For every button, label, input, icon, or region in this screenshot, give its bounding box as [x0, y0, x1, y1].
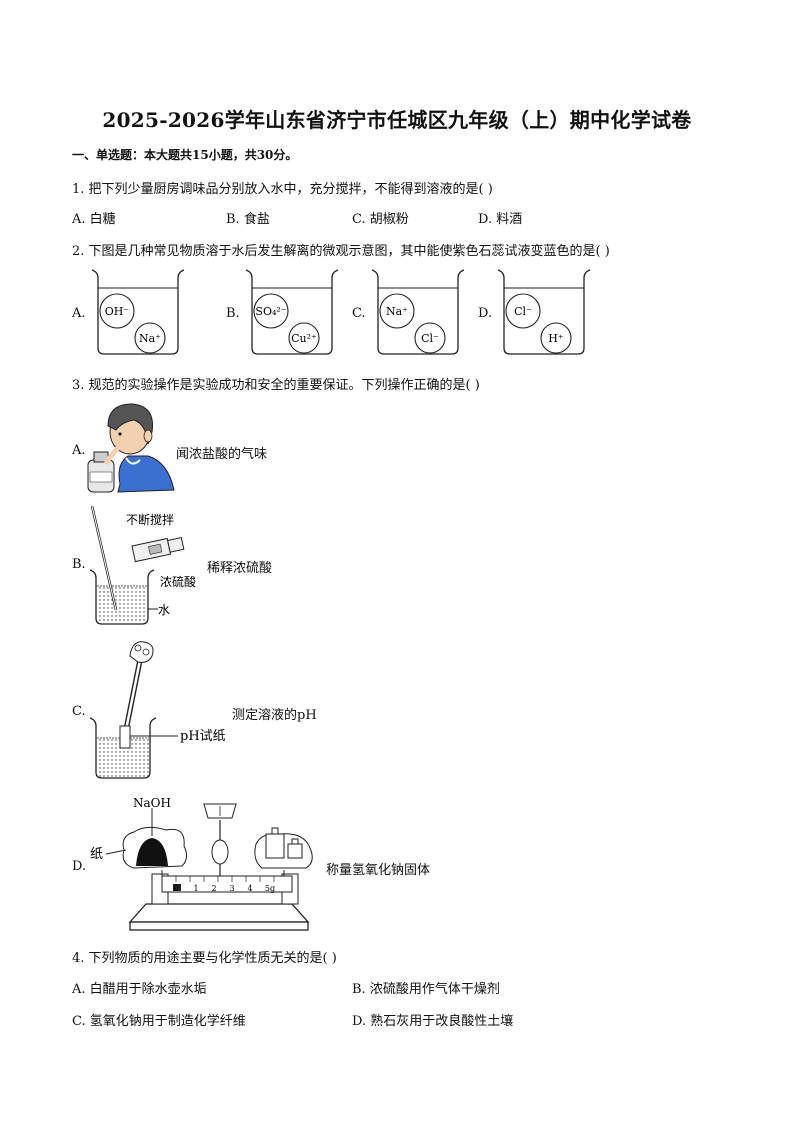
q1-option-d: D. 料酒	[478, 212, 523, 227]
q3-caption-b: 稀释浓硫酸	[207, 561, 273, 576]
beaker-d-top-ion: Cl⁻	[514, 305, 532, 318]
question-4-stem: 4. 下列物质的用途主要与化学性质无关的是( )	[72, 951, 337, 966]
scale-tick-0: 0	[173, 884, 178, 893]
beaker-d-bottom-ion: H⁺	[548, 332, 564, 345]
beaker-c-diagram: Na⁺ Cl⁻	[371, 269, 465, 355]
scale-tick-4: 4	[247, 884, 252, 893]
section-heading: 一、单选题：本大题共15小题，共30分。	[72, 148, 298, 162]
balance-diagram: 0 1 2 3 4 5g NaOH 纸	[90, 796, 313, 931]
question-3-stem: 3. 规范的实验操作是实验成功和安全的重要保证。下列操作正确的是( )	[72, 378, 480, 393]
beaker-c-top-ion: Na⁺	[386, 305, 408, 318]
scale-tick-5: 5g	[265, 884, 275, 893]
q2-label-d: D.	[478, 306, 493, 321]
q2-label-b: B.	[226, 306, 240, 321]
paper-label: 纸	[90, 847, 103, 862]
beaker-c-bottom-ion: Cl⁻	[421, 332, 439, 345]
dilution-diagram: 不断搅拌 浓硫酸 水	[89, 505, 196, 625]
q3-label-b: B.	[72, 557, 86, 572]
q2-label-a: A.	[72, 306, 86, 321]
beaker-a-diagram: OH⁻ Na⁺	[91, 269, 185, 355]
beaker-d-diagram: Cl⁻ H⁺	[497, 269, 591, 355]
scale-tick-3: 3	[229, 884, 234, 893]
stir-label: 不断搅拌	[126, 512, 174, 527]
question-2-stem: 2. 下图是几种常见物质溶于水后发生解离的微观示意图，其中能使紫色石蕊试液变蓝色…	[72, 244, 610, 259]
beaker-a-top-ion: OH⁻	[105, 305, 130, 318]
q3-caption-d: 称量氢氧化钠固体	[326, 863, 431, 878]
question-1-stem: 1. 把下列少量厨房调味品分别放入水中，充分搅拌，不能得到溶液的是( )	[72, 182, 493, 197]
scale-tick-1: 1	[193, 884, 198, 893]
scale-tick-2: 2	[211, 884, 216, 893]
q3-caption-c: 测定溶液的pH	[232, 708, 317, 723]
beaker-a-bottom-ion: Na⁺	[139, 332, 161, 345]
q1-option-b: B. 食盐	[226, 212, 270, 227]
beaker-b-diagram: SO₄²⁻ Cu²⁺	[245, 269, 339, 355]
q4-option-a: A. 白醋用于除水壶水垢	[72, 982, 207, 997]
smelling-person-illustration	[87, 403, 175, 493]
ph-test-diagram: pH试纸	[89, 641, 226, 779]
q3-label-a: A.	[72, 443, 86, 458]
q2-label-c: C.	[352, 306, 366, 321]
q3-caption-a: 闻浓盐酸的气味	[176, 447, 268, 462]
q1-option-a: A. 白糖	[72, 212, 116, 227]
page-title: 2025-2026学年山东省济宁市任城区九年级（上）期中化学试卷	[102, 108, 692, 132]
ph-paper-label: pH试纸	[180, 729, 226, 744]
beaker-b-bottom-ion: Cu²⁺	[291, 332, 317, 345]
acid-label: 浓硫酸	[160, 574, 196, 589]
q4-option-b: B. 浓硫酸用作气体干燥剂	[352, 982, 500, 997]
q3-label-c: C.	[72, 704, 86, 719]
water-label: 水	[158, 603, 170, 617]
q3-label-d: D.	[72, 859, 87, 874]
beaker-b-top-ion: SO₄²⁻	[255, 305, 286, 318]
q4-option-d: D. 熟石灰用于改良酸性土壤	[352, 1014, 514, 1029]
naoh-label: NaOH	[133, 796, 171, 810]
q1-option-c: C. 胡椒粉	[352, 212, 409, 227]
q4-option-c: C. 氢氧化钠用于制造化学纤维	[72, 1014, 246, 1029]
